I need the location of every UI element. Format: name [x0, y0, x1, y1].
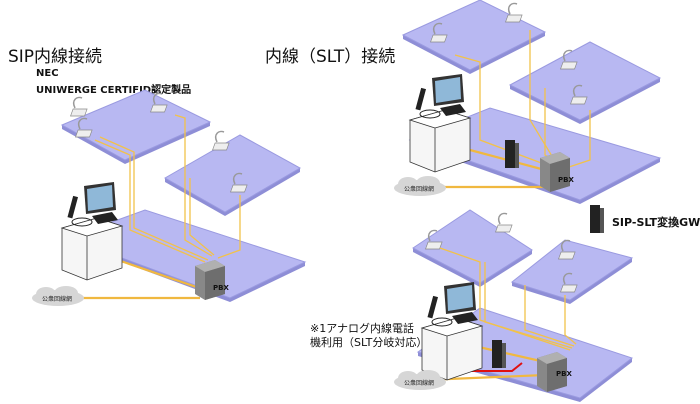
gateway-legend-icon [590, 205, 604, 233]
gateway-device-icon [505, 140, 519, 168]
right-bottom-floor-b [510, 239, 634, 304]
left-title: SIP内線接続 [8, 47, 103, 67]
note-line2: 機利用（SLT分岐対応） [310, 336, 428, 349]
cloud-label: 公衆回線網 [42, 295, 72, 303]
cloud-label: 公衆回線網 [404, 185, 434, 193]
phone-icon [504, 2, 523, 23]
left-floor-upper-a [60, 89, 212, 164]
kiosk-terminal-icon [421, 281, 483, 381]
right-title: 内線（SLT）接続 [265, 47, 396, 67]
pbx-label: PBX [558, 176, 574, 184]
pbx-server-icon [195, 260, 225, 300]
left-wiring [70, 114, 241, 300]
pbx-label: PBX [556, 370, 572, 378]
kiosk-terminal-icon [409, 73, 471, 173]
note-line1: ※1アナログ内線電話 [310, 322, 414, 335]
right-top-floor-a [401, 0, 547, 74]
left-floor-upper-b [163, 130, 302, 216]
vendor-label: NEC [36, 68, 59, 79]
pbx-label: PBX [213, 284, 229, 292]
kiosk-terminal-icon [61, 181, 123, 281]
phone-icon [211, 130, 230, 151]
pbx-server-icon [540, 152, 570, 192]
gateway-device-icon [492, 340, 506, 368]
right-top-floor-b [508, 41, 662, 124]
phone-icon [494, 212, 513, 233]
gateway-label: SIP-SLT変換GW [612, 216, 700, 229]
certified-label: UNIWERGE CERTIFID認定製品 [36, 85, 192, 96]
phone-icon [69, 96, 88, 117]
right-bottom-floor-a [412, 209, 533, 287]
cloud-label: 公衆回線網 [404, 379, 434, 387]
